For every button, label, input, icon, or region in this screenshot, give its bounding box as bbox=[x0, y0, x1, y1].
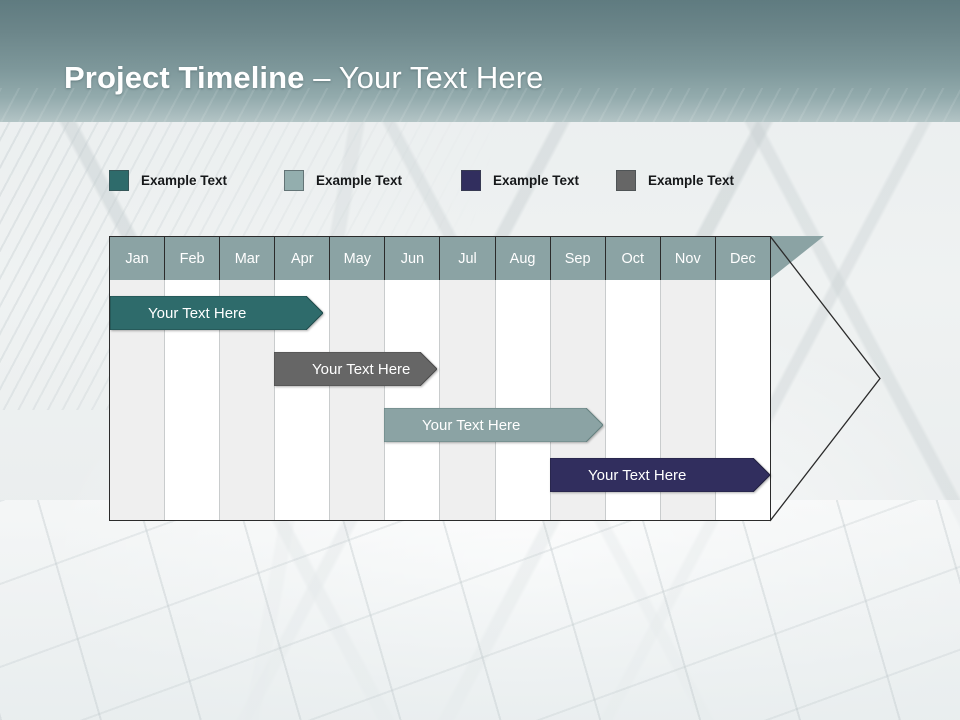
timeline-bar-1[interactable]: Your Text Here bbox=[110, 296, 323, 330]
timeline-column-dec[interactable]: Dec bbox=[715, 237, 770, 520]
timeline-grid: Jan Feb Mar Apr May Jun Jul Aug Sep Oct … bbox=[109, 236, 771, 521]
page-title: Project Timeline – Your Text Here bbox=[64, 60, 543, 96]
legend-item-label: Example Text bbox=[648, 173, 735, 188]
legend-item-label: Example Text bbox=[141, 173, 228, 188]
legend: Example Text Example Text Example Text E… bbox=[109, 170, 756, 191]
month-header-may: May bbox=[330, 237, 386, 280]
timeline-column-jun[interactable]: Jun bbox=[385, 237, 441, 520]
timeline-bar-4-label: Your Text Here bbox=[588, 466, 687, 484]
timeline-column-oct[interactable]: Oct bbox=[605, 237, 661, 520]
page-title-strong: Project Timeline bbox=[64, 60, 305, 95]
page-title-light: Your Text Here bbox=[338, 60, 544, 95]
page-title-dash: – bbox=[304, 60, 339, 95]
timeline-bar-3[interactable]: Your Text Here bbox=[384, 408, 603, 442]
timeline-column-jul[interactable]: Jul bbox=[440, 237, 496, 520]
month-header-aug: Aug bbox=[495, 237, 551, 280]
legend-item[interactable]: Example Text bbox=[109, 170, 284, 191]
timeline-column-aug[interactable]: Aug bbox=[495, 237, 551, 520]
month-header-dec: Dec bbox=[715, 237, 770, 280]
legend-item-label: Example Text bbox=[316, 173, 403, 188]
month-header-oct: Oct bbox=[605, 237, 661, 280]
timeline-bar-1-shape bbox=[110, 296, 323, 330]
legend-swatch-icon bbox=[461, 170, 481, 191]
timeline-bar-4-shape bbox=[550, 458, 770, 492]
legend-item[interactable]: Example Text bbox=[284, 170, 461, 191]
month-header-apr: Apr bbox=[275, 237, 331, 280]
timeline-arrow-head bbox=[769, 235, 882, 522]
timeline-columns: Jan Feb Mar Apr May Jun Jul Aug Sep Oct … bbox=[109, 236, 771, 521]
legend-item[interactable]: Example Text bbox=[461, 170, 616, 191]
legend-swatch-icon bbox=[109, 170, 129, 191]
timeline-column-feb[interactable]: Feb bbox=[165, 237, 221, 520]
timeline-bar-3-label: Your Text Here bbox=[422, 416, 521, 434]
legend-item-label: Example Text bbox=[493, 173, 580, 188]
month-header-jun: Jun bbox=[385, 237, 441, 280]
title-band: Project Timeline – Your Text Here bbox=[0, 0, 960, 122]
month-header-feb: Feb bbox=[165, 237, 221, 280]
timeline-column-mar[interactable]: Mar bbox=[220, 237, 276, 520]
timeline-bar-1-label: Your Text Here bbox=[148, 304, 247, 322]
timeline-bar-2-shape bbox=[274, 352, 437, 386]
month-header-jul: Jul bbox=[440, 237, 496, 280]
legend-item[interactable]: Example Text bbox=[616, 170, 756, 191]
month-header-jan: Jan bbox=[110, 237, 166, 280]
timeline-bar-2-label: Your Text Here bbox=[312, 360, 411, 378]
timeline-column-jan[interactable]: Jan bbox=[110, 237, 166, 520]
timeline-bar-4[interactable]: Your Text Here bbox=[550, 458, 770, 492]
month-header-sep: Sep bbox=[550, 237, 606, 280]
month-header-nov: Nov bbox=[660, 237, 716, 280]
legend-swatch-icon bbox=[616, 170, 636, 191]
timeline-bar-2[interactable]: Your Text Here bbox=[274, 352, 437, 386]
timeline-bar-3-shape bbox=[384, 408, 603, 442]
month-header-mar: Mar bbox=[220, 237, 276, 280]
legend-swatch-icon bbox=[284, 170, 304, 191]
background-glass-atrium bbox=[0, 500, 960, 720]
